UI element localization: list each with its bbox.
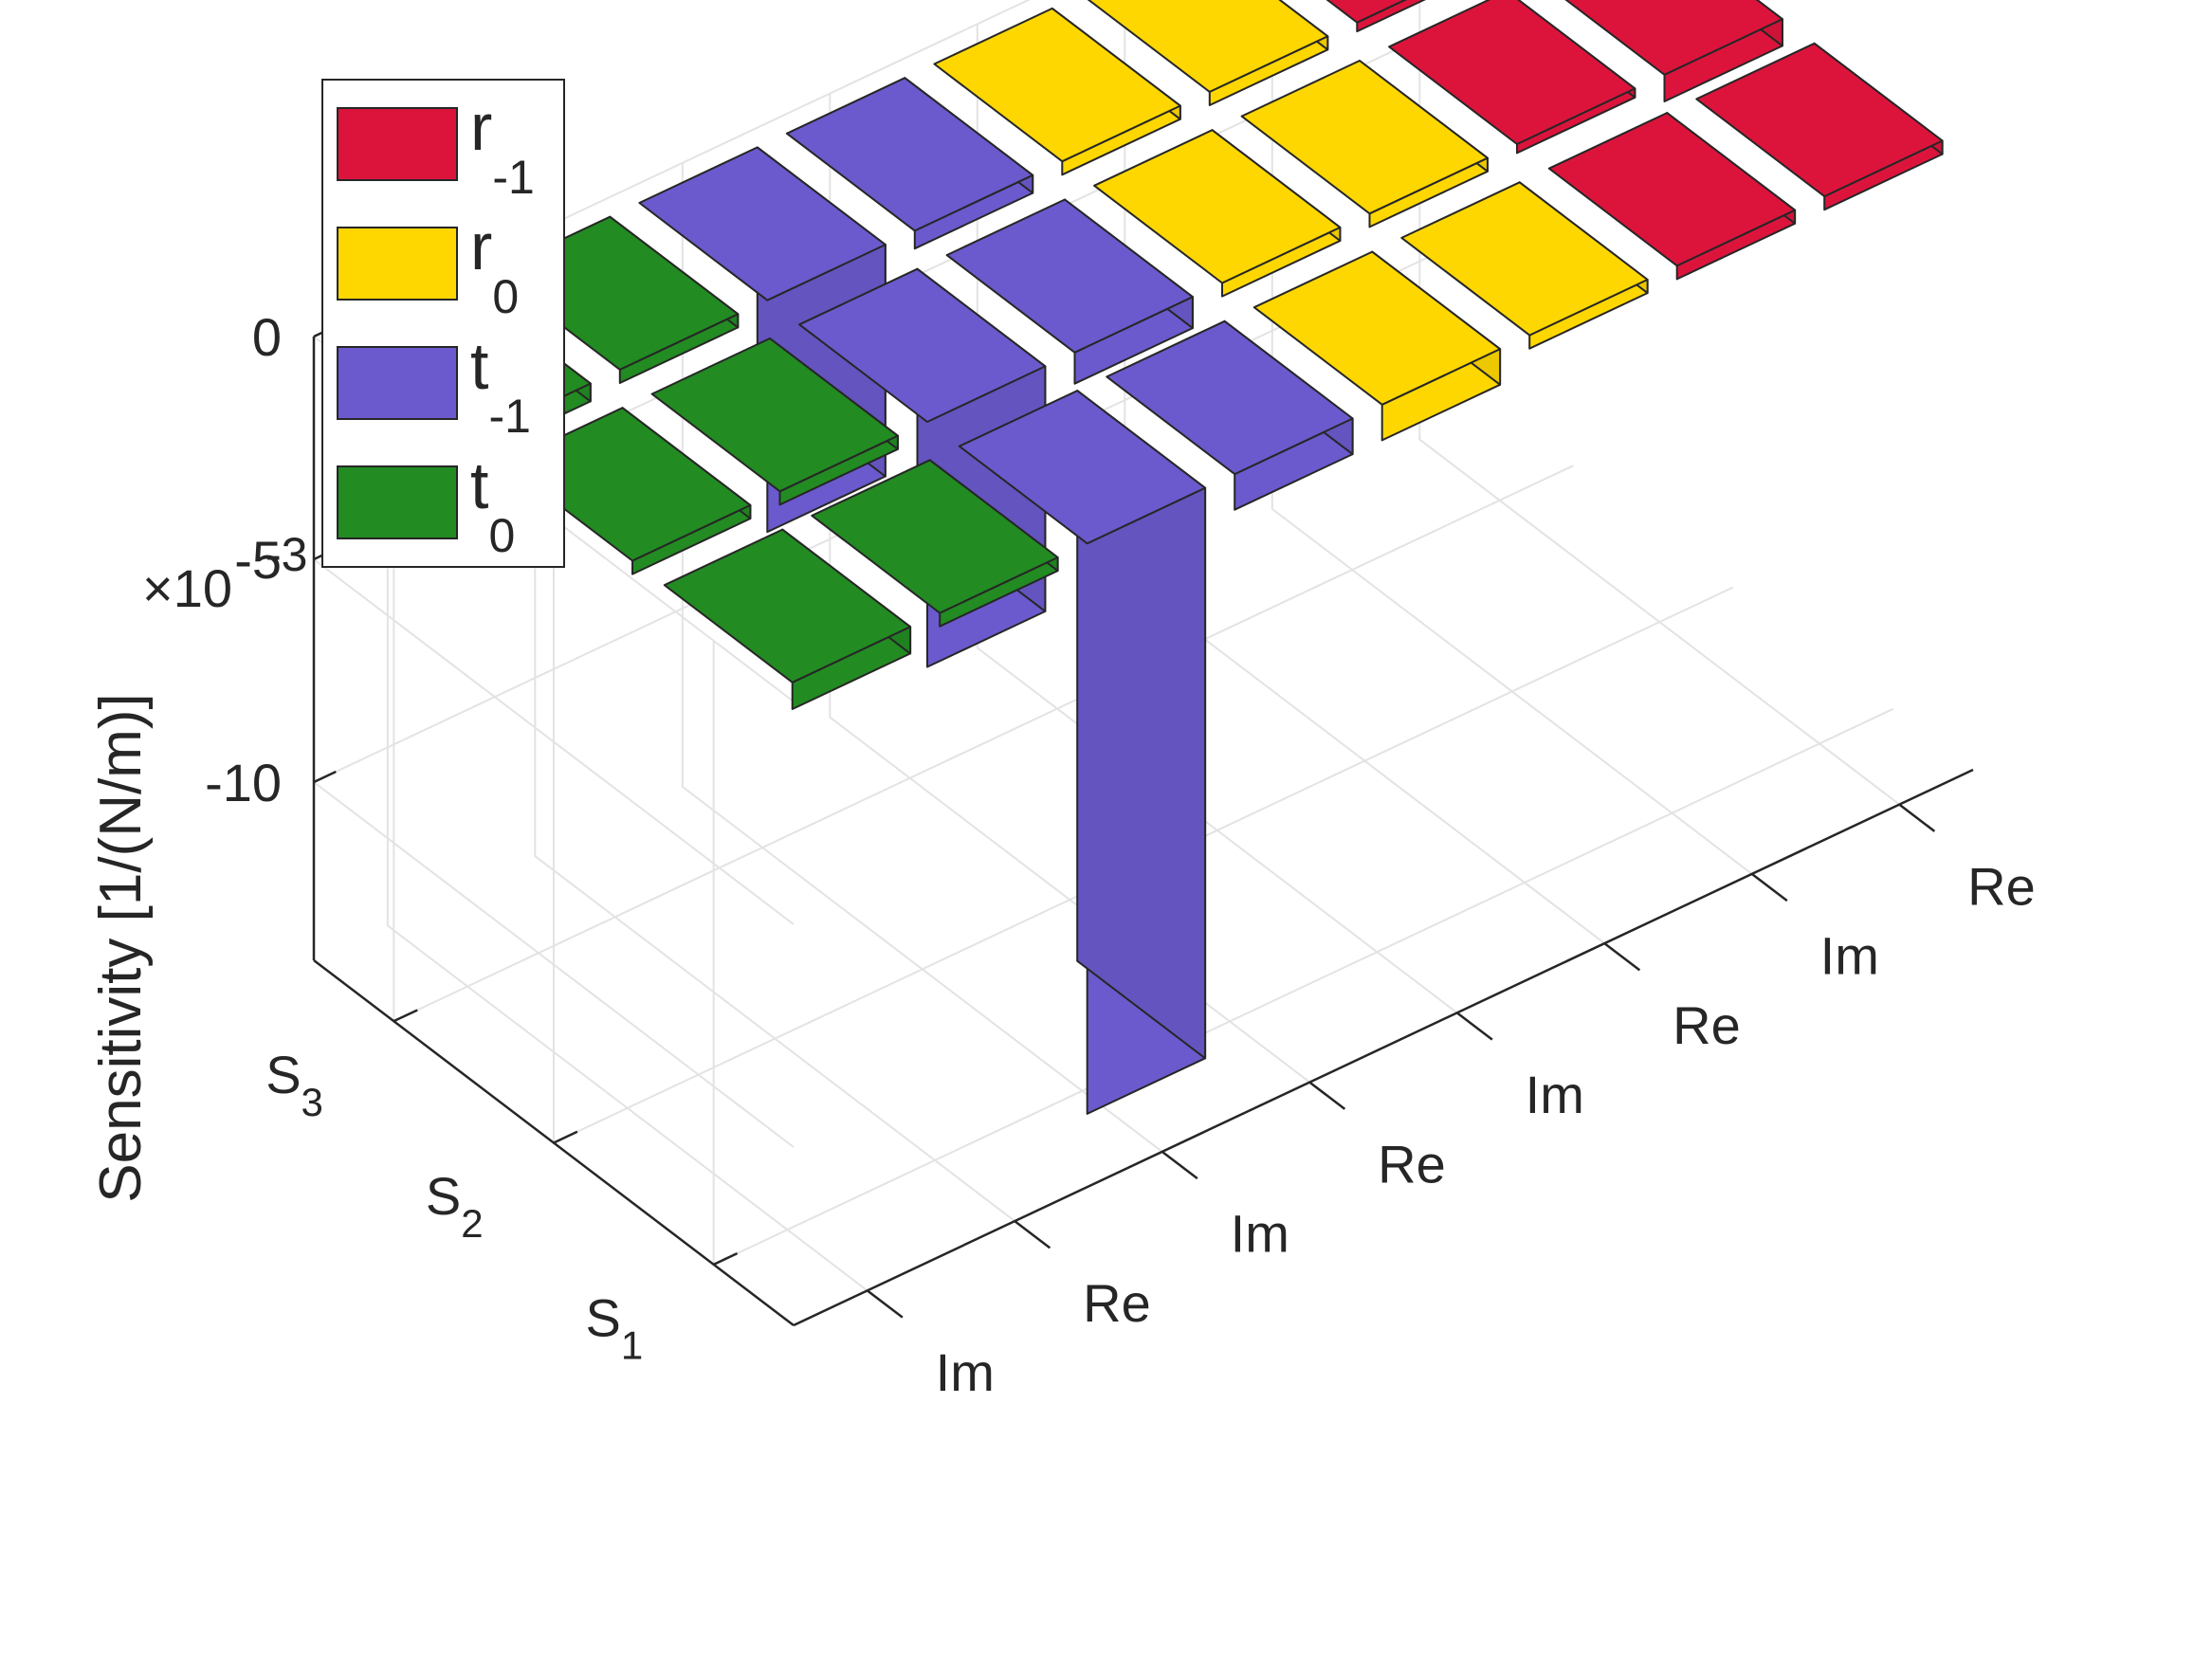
- exponent-times: ×10: [142, 558, 232, 618]
- legend-swatch: [337, 346, 458, 420]
- grid-line-x: [681, 162, 1163, 1153]
- bar-top-face: [1388, 0, 1636, 145]
- x-tick-label: Im: [936, 1342, 995, 1402]
- bar-top-face: [945, 198, 1194, 354]
- bar-top-face: [1087, 0, 1329, 93]
- bar: [1087, 0, 1329, 106]
- legend-label: t0: [470, 448, 515, 562]
- bar: [958, 390, 1207, 1115]
- x-tick-mark: [866, 1289, 904, 1319]
- bar-top-face: [1325, 0, 1408, 24]
- x-axis-line: [793, 768, 1974, 1327]
- x-tick-label: Im: [1231, 1204, 1289, 1264]
- bar-top-face: [650, 337, 899, 493]
- bar-top-face: [1400, 181, 1649, 337]
- bar-top-face: [1695, 42, 1944, 198]
- bar: [785, 77, 1034, 250]
- bar: [933, 7, 1181, 176]
- bar: [1252, 250, 1502, 442]
- legend-label: r-1: [470, 90, 535, 204]
- bar-top-face: [1252, 250, 1502, 406]
- x-tick-label: Im: [1526, 1065, 1584, 1124]
- x-tick-mark: [1455, 1012, 1493, 1041]
- bar-top-face: [798, 267, 1047, 423]
- y-tick-mark: [713, 1251, 739, 1266]
- bar-top-face: [1564, 0, 1783, 76]
- y-tick-mark: [393, 1009, 418, 1023]
- legend-swatch: [337, 107, 458, 181]
- bar-top-face: [1093, 129, 1342, 284]
- x-tick-label: Re: [1967, 856, 2036, 916]
- exponent-power: -3: [265, 528, 307, 581]
- z-tick-label: -5: [234, 530, 282, 590]
- bar-top-face: [785, 77, 1034, 232]
- x-tick-label: Re: [1673, 995, 1741, 1055]
- grid-line-x: [1418, 0, 1900, 806]
- bar: [1106, 319, 1354, 511]
- legend-swatch: [337, 227, 458, 301]
- bar: [663, 528, 912, 710]
- bar: [1240, 60, 1489, 228]
- bar: [1325, 0, 1426, 33]
- bar-top-face: [1547, 112, 1797, 267]
- x-tick-mark: [1750, 872, 1788, 902]
- x-tick-label: Im: [1820, 926, 1879, 986]
- bar: [811, 459, 1059, 628]
- legend-swatch: [337, 465, 458, 539]
- x-tick-mark: [1603, 942, 1641, 972]
- grid-line-y: [712, 640, 1894, 1267]
- x-tick-mark: [1898, 803, 1936, 832]
- z-tick-mark: [313, 770, 337, 784]
- y-tick-label: S1: [586, 1287, 644, 1367]
- bar-top-face: [663, 528, 912, 684]
- bar-top-face: [638, 146, 887, 301]
- z-tick-label: -10: [205, 753, 282, 812]
- axes: [312, 324, 1974, 1327]
- bar-top-face: [1240, 60, 1489, 215]
- y-tick-mark: [553, 1130, 578, 1144]
- bar: [1695, 42, 1944, 211]
- x-tick-mark: [1308, 1081, 1346, 1110]
- bar: [503, 407, 752, 575]
- bar: [650, 337, 899, 506]
- x-tick-label: Re: [1083, 1273, 1151, 1333]
- bar-top-face: [811, 459, 1059, 614]
- z-axis-title: Sensitivity [1/(N/m)]: [88, 693, 154, 1202]
- bar: [1547, 112, 1797, 281]
- x-tick-label: Re: [1378, 1134, 1446, 1194]
- exponent-label: ×10 -3: [142, 528, 307, 618]
- x-tick-mark: [1161, 1150, 1198, 1180]
- y-tick-label: S2: [426, 1166, 484, 1246]
- bar: [1093, 129, 1342, 298]
- x-tick-mark: [1014, 1220, 1051, 1249]
- bar-top-face: [958, 390, 1207, 545]
- bar-top-face: [1106, 319, 1354, 476]
- bar: [945, 198, 1194, 385]
- bar: [1388, 0, 1636, 155]
- legend-label: r0: [470, 210, 519, 323]
- bar: [1564, 0, 1783, 102]
- bar-front-face: [1356, 0, 1426, 33]
- grid-line-x: [976, 24, 1458, 1014]
- z-tick-label: 0: [252, 307, 282, 367]
- bar: [1400, 181, 1649, 350]
- grid-line-x: [1271, 0, 1753, 875]
- bar-top-face: [933, 7, 1181, 163]
- y-tick-label: S3: [265, 1045, 323, 1124]
- legend-label: t-1: [470, 329, 531, 443]
